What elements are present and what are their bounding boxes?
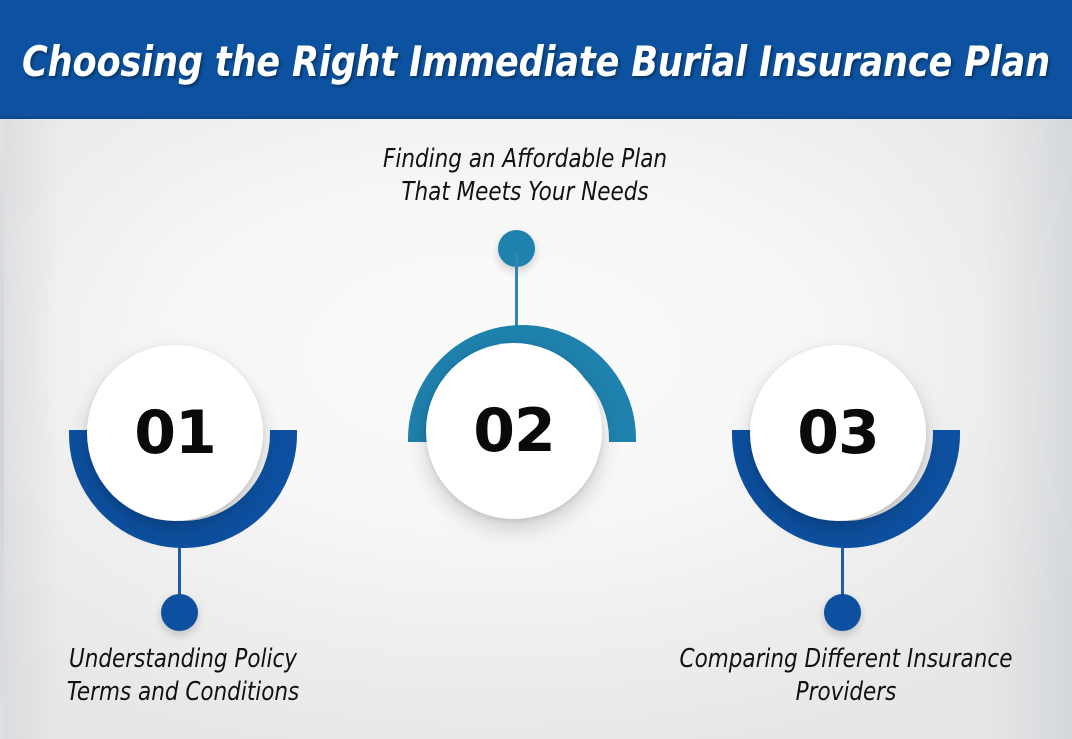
step-item-01[interactable]: 01 Understanding Policy Terms and Condit… — [60, 330, 310, 739]
step-01-number-label: 01 — [134, 398, 216, 468]
step-03-connector-line — [841, 548, 844, 613]
step-02-caption: Finding an Affordable Plan That Meets Yo… — [382, 144, 668, 208]
page-title: Choosing the Right Immediate Burial Insu… — [22, 37, 1050, 86]
step-02-number-label: 02 — [473, 396, 555, 466]
step-01-caption: Understanding Policy Terms and Condition… — [66, 644, 300, 708]
step-03-number-label: 03 — [797, 398, 879, 468]
header-bar: Choosing the Right Immediate Burial Insu… — [0, 0, 1072, 119]
step-01-connector-line — [178, 548, 181, 613]
step-03-arc — [732, 430, 960, 548]
step-item-02[interactable]: Finding an Affordable Plan That Meets Yo… — [383, 144, 667, 535]
step-03-number-disc: 03 — [750, 345, 926, 521]
step-03-caption: Comparing Different Insurance Providers — [679, 644, 1013, 708]
step-01-number-disc: 01 — [87, 345, 263, 521]
step-item-03[interactable]: 03 Comparing Different Insurance Provide… — [680, 330, 1012, 739]
background-left-edge-strip — [0, 119, 4, 739]
step-03-connector-dot — [824, 594, 861, 631]
step-01-connector-dot — [161, 594, 198, 631]
step-02-number-disc: 02 — [426, 343, 602, 519]
step-01-arc — [69, 430, 297, 548]
step-02-connector-line — [515, 253, 518, 331]
